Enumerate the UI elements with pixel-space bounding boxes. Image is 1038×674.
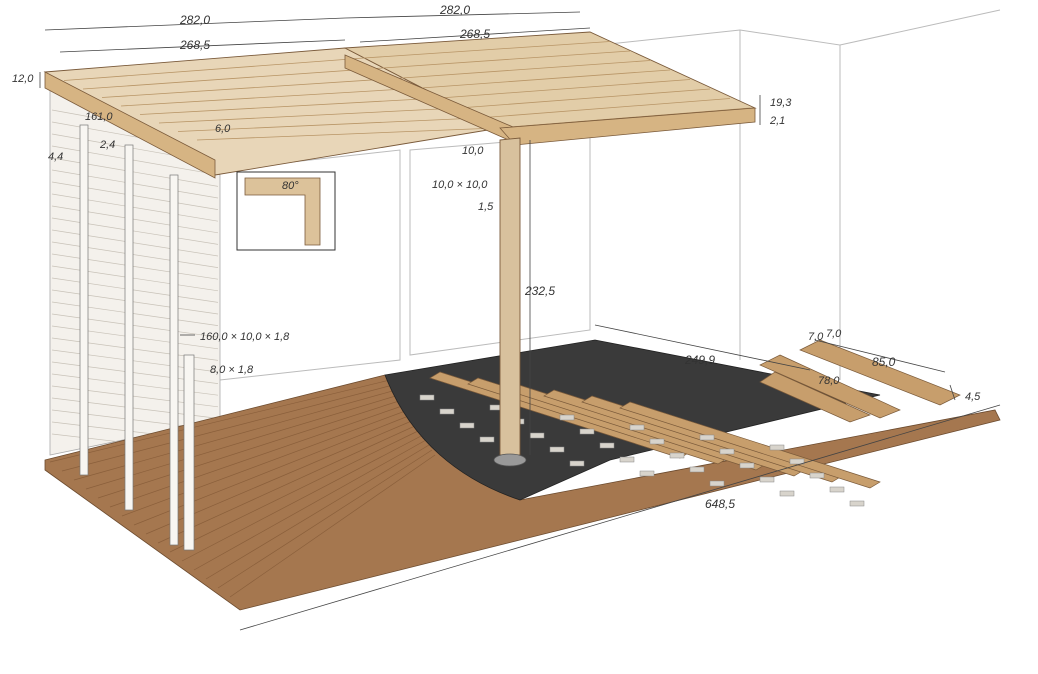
spacer-pad	[669, 452, 685, 459]
spacer-pad	[419, 394, 435, 401]
deck-board	[181, 434, 424, 562]
end-joist	[759, 371, 871, 423]
label-angle: 80°	[282, 180, 299, 192]
spacer-pad	[569, 460, 585, 467]
label-deck-length: 648,5	[705, 497, 735, 511]
spacer-pad	[629, 424, 645, 431]
label-wall-board: 160,0 × 10,0 × 1,8	[200, 331, 290, 343]
label-beam-offset: 10,0	[462, 145, 484, 157]
roof-slat	[158, 107, 460, 124]
label-post-section: 10,0 × 10,0	[432, 179, 488, 191]
roof-slat	[382, 50, 631, 69]
dimension-lines	[39, 11, 1001, 631]
roof-slat	[82, 67, 384, 90]
spacer-pad	[479, 436, 495, 443]
dimension-labels: 282,0 282,0 268,5 268,5 12,0 161,0 2,4 4…	[12, 3, 981, 511]
spacer-pad	[549, 446, 565, 453]
spacer-pad	[789, 458, 805, 465]
spacer-pad	[639, 470, 655, 477]
deck-board	[169, 429, 421, 553]
deck-board	[109, 404, 406, 508]
post	[493, 137, 527, 467]
label-joist-spacing-a: 7,0	[808, 331, 824, 343]
spacer-pad	[699, 434, 715, 441]
roof-slat	[63, 57, 365, 81]
label-wall-panel-height: 161,0	[85, 111, 113, 123]
deck-board	[97, 399, 403, 499]
spacer-pad	[769, 444, 785, 451]
label-deck-height: 4,5	[965, 391, 981, 403]
label-post-height: 232,5	[524, 284, 555, 298]
post-base	[493, 453, 527, 467]
deck-board	[49, 379, 391, 463]
roof-slat	[420, 69, 671, 89]
roof-slat	[458, 88, 711, 109]
deck-board	[133, 414, 412, 526]
roof-slat	[139, 97, 441, 115]
deck-board	[229, 454, 436, 598]
roof-slat	[477, 98, 731, 119]
label-post-gap: 1,5	[478, 201, 494, 213]
spacer-pad	[739, 462, 755, 469]
spacer-pad	[579, 428, 595, 435]
roof-slat	[439, 79, 691, 99]
spacer-pad	[849, 500, 865, 507]
label-joist-span: 249,9	[684, 353, 715, 367]
spacer-pad	[689, 466, 705, 473]
roof-slat	[120, 87, 422, 107]
deck-board	[157, 424, 418, 544]
roof-slat	[177, 117, 479, 132]
joist	[619, 401, 881, 489]
roof	[43, 31, 757, 179]
spacer-pad	[439, 408, 455, 415]
spacer-pad	[709, 480, 725, 487]
spacer-pad	[759, 476, 775, 483]
label-roof-width-left: 282,0	[179, 13, 210, 27]
roof-slat	[196, 127, 498, 141]
label-rafter-gap: 2,1	[769, 115, 785, 127]
spacer-pad	[459, 422, 475, 429]
deck-board	[61, 384, 394, 472]
end-joist	[759, 354, 901, 419]
label-roof-thickness: 12,0	[12, 73, 34, 85]
angle-detail-inset	[236, 171, 336, 251]
fascia	[44, 71, 216, 179]
spacer-pad	[599, 442, 615, 449]
label-batten-b: 4,4	[48, 151, 63, 163]
spacer-pad	[719, 448, 735, 455]
label-rafter-height: 19,3	[770, 97, 792, 109]
label-roof-width-right: 282,0	[439, 3, 470, 17]
deck-board	[193, 439, 427, 571]
label-end-width: 85,0	[872, 355, 896, 369]
deck-board	[205, 444, 430, 580]
spacer-pad	[779, 490, 795, 497]
deck-board	[217, 449, 433, 589]
spacer-pad	[559, 414, 575, 421]
label-batten-a: 2,4	[99, 139, 115, 151]
roof-slat	[101, 77, 403, 98]
spacer-pad	[619, 456, 635, 463]
label-roof-inner-left: 268,5	[179, 38, 210, 52]
spacer-pad	[829, 486, 845, 493]
roof-slat	[401, 60, 651, 79]
roof-slat	[363, 41, 611, 59]
label-joist-spacing-b: 7,0	[826, 328, 842, 340]
spacer-pad	[649, 438, 665, 445]
label-fascia: 6,0	[215, 123, 231, 135]
wall-battens	[79, 124, 195, 551]
label-end-inner: 78,0	[818, 375, 840, 387]
label-small-board: 8,0 × 1,8	[210, 364, 254, 376]
spacer-pad	[529, 432, 545, 439]
spacer-pad	[809, 472, 825, 479]
label-roof-inner-right: 268,5	[459, 27, 490, 41]
end-joist	[799, 339, 961, 406]
deck-board	[85, 394, 400, 490]
